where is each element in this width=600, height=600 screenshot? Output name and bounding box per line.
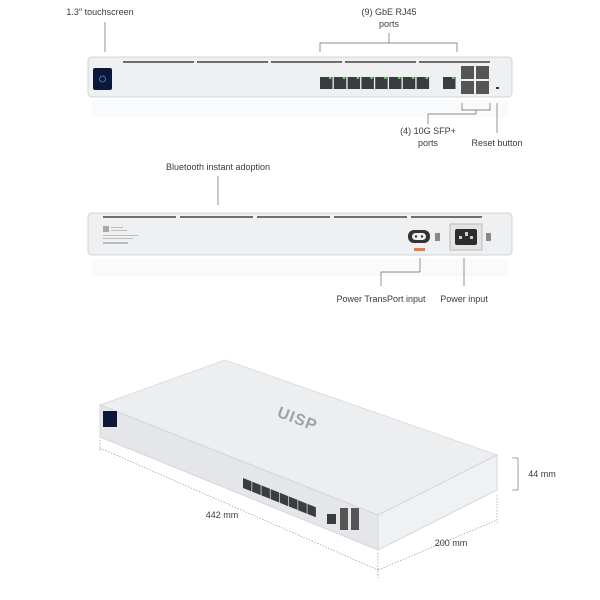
rj45-port — [333, 77, 347, 89]
reset-button — [496, 87, 499, 89]
rear-callouts — [217, 176, 465, 286]
touchscreen — [93, 68, 112, 90]
rj45-port — [307, 503, 316, 518]
port-led — [425, 77, 429, 79]
front-callouts — [104, 22, 498, 133]
rj45-port — [375, 77, 388, 89]
device-3d — [98, 359, 499, 551]
rj45-port — [270, 489, 280, 503]
rj45-port — [298, 500, 307, 514]
rj45-port — [279, 492, 289, 507]
port-led — [356, 77, 360, 79]
rj45-ports-3d — [243, 478, 316, 518]
rear-panel — [87, 212, 513, 276]
port-led — [411, 77, 415, 79]
port-led — [342, 77, 346, 79]
bluetooth-label: Bluetooth instant adoption — [165, 162, 271, 172]
port-led — [370, 77, 373, 79]
rj45-port — [443, 77, 456, 89]
transport-label: Power TransPort input — [336, 294, 426, 304]
rj45-label-line1: (9) GbE RJ45 — [361, 7, 417, 17]
touchscreen-label: 1.3″ touchscreen — [66, 7, 134, 17]
depth-dimension: 200 mm — [434, 538, 468, 548]
height-dimension: 44 mm — [528, 469, 556, 479]
rj45-port — [243, 478, 252, 492]
rj45-port — [320, 77, 333, 89]
rj45-port — [252, 481, 261, 496]
rj45-port — [261, 485, 270, 499]
sfp-label-line2: ports — [417, 138, 438, 148]
port-led — [329, 77, 332, 79]
rj45-port — [402, 77, 416, 89]
sfp-label-line1: (4) 10G SFP+ — [400, 126, 456, 136]
sfp-ports — [461, 66, 489, 94]
port-led — [398, 77, 401, 79]
width-dimension: 442 mm — [205, 510, 239, 520]
rj45-label-line2: ports — [378, 19, 399, 29]
rj45-port — [416, 77, 430, 89]
reset-label: Reset button — [471, 138, 523, 148]
rj45-port — [361, 77, 374, 89]
rj45-ports — [320, 77, 456, 89]
rj45-port — [389, 77, 402, 89]
rj45-port — [347, 77, 361, 89]
dimension-lines — [99, 440, 498, 578]
port-led — [452, 77, 455, 79]
rj45-port — [289, 496, 298, 510]
port-led — [384, 77, 387, 79]
front-panel — [87, 56, 513, 118]
power-label: Power input — [440, 294, 488, 304]
